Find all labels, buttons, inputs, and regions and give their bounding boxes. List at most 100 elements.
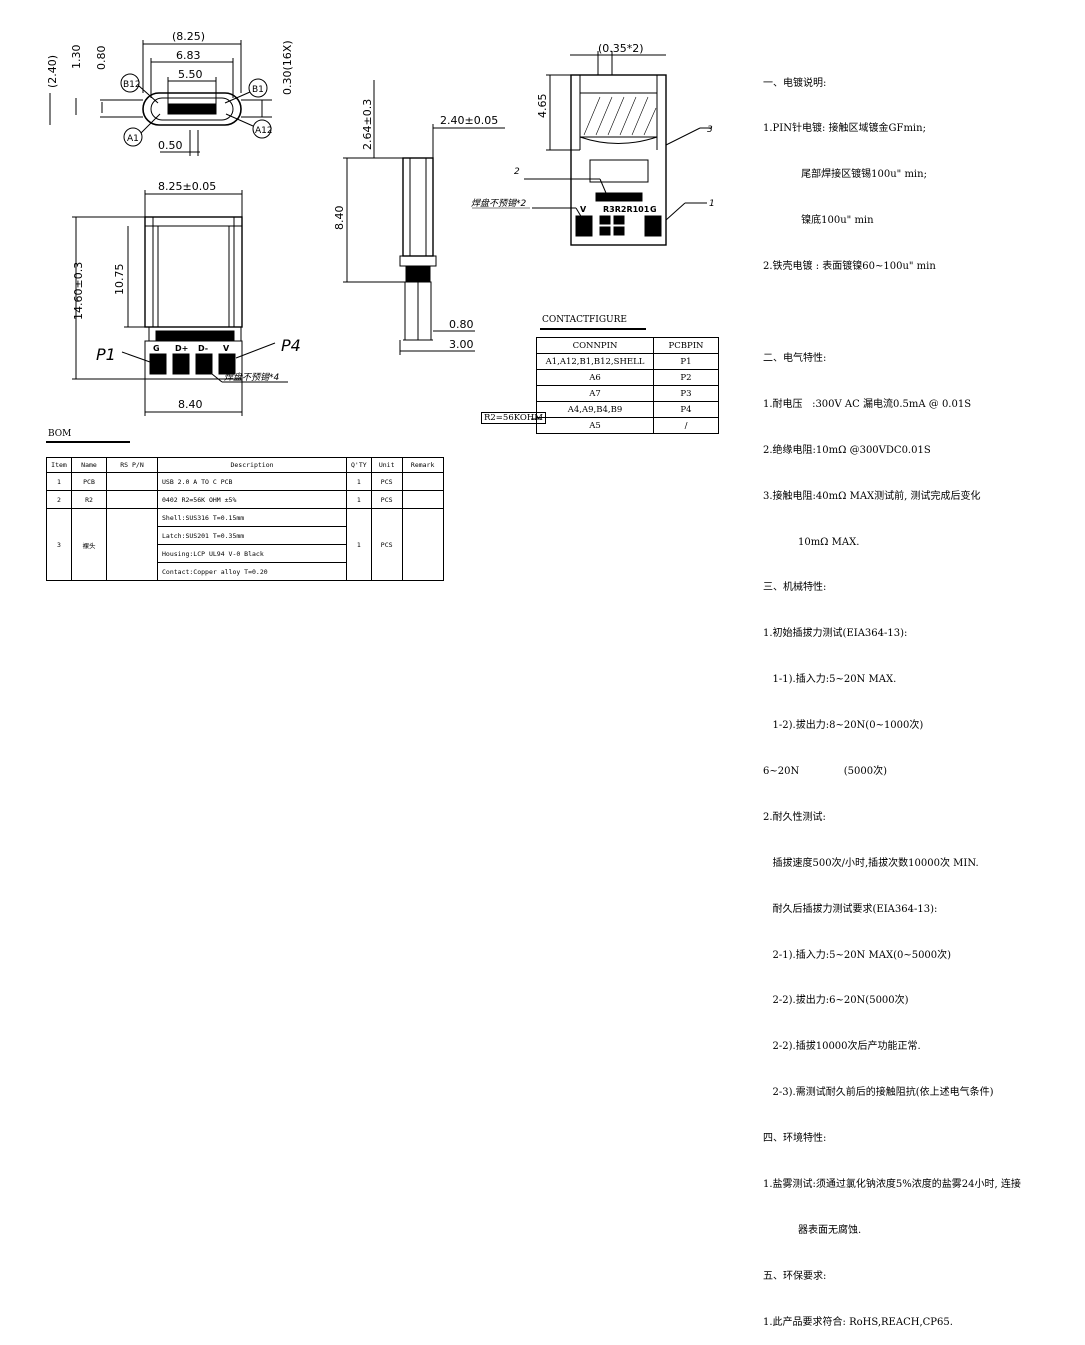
note-line: 三、机械特性: bbox=[763, 582, 827, 594]
cell: Latch:SUS201 T=0.35mm bbox=[157, 526, 347, 545]
header-rspn: RS P/N bbox=[106, 457, 158, 473]
dim-rear-height: 4.65 bbox=[536, 94, 549, 119]
dim-side-d: 0.80 bbox=[449, 318, 474, 331]
contact-figure-underline bbox=[540, 328, 646, 330]
note-line: 1.盐雾测试:须通过氯化钠浓度5%浓度的盐雾24小时, 连接 bbox=[763, 1178, 1021, 1190]
rear-pad-g: G bbox=[650, 205, 657, 214]
cell: 1 bbox=[346, 490, 372, 509]
table-row: 1 PCB USB 2.0 A TO C PCB 1 PCS bbox=[46, 472, 444, 491]
table-row: A5/ bbox=[536, 417, 719, 434]
front-view bbox=[72, 190, 288, 416]
table-row: 3 裸头 Shell:SUS316 T=0.15mm 1 PCS bbox=[46, 508, 444, 581]
dim-left-1: (2.40) bbox=[46, 55, 59, 88]
note-line: 五、环保要求: bbox=[763, 1270, 827, 1282]
cell: 裸头 bbox=[71, 508, 107, 581]
note-line: 2.绝缘电阻:10mΩ @300VDC0.01S bbox=[763, 444, 931, 456]
cell: Contact:Copper alloy T=0.20 bbox=[157, 562, 347, 581]
note-line: 2-3).需测试耐久前后的接触阻抗(依上述电气条件) bbox=[763, 1087, 994, 1099]
dim-pitch: 0.50 bbox=[158, 139, 183, 152]
table-row: 2 R2 0402 R2=56K OHM ±5% 1 PCS bbox=[46, 490, 444, 509]
cell bbox=[401, 472, 444, 491]
cell bbox=[106, 508, 158, 581]
pad-label-dp: D+ bbox=[175, 344, 188, 353]
cell bbox=[401, 490, 444, 509]
note-line: 2.耐久性测试: bbox=[763, 811, 826, 823]
pad-label-g: G bbox=[153, 344, 160, 353]
note-line: 耐久后插拔力测试要求(EIA364-13): bbox=[763, 903, 938, 915]
label-p4: P4 bbox=[281, 336, 301, 355]
pin-a1: A1 bbox=[127, 134, 139, 144]
label-p1: P1 bbox=[96, 345, 116, 364]
dim-left-2: 1.30 bbox=[70, 45, 83, 70]
bom-table: Item Name RS P/N Description Q'TY Unit R… bbox=[46, 457, 444, 581]
note-line: 器表面无腐蚀. bbox=[763, 1224, 862, 1236]
cell: PCS bbox=[370, 472, 403, 491]
cell: Shell:SUS316 T=0.15mm bbox=[157, 508, 347, 527]
pad-label-dm: D- bbox=[198, 344, 208, 353]
dim-rear-top: (0.35*2) bbox=[598, 42, 644, 55]
note-line: 2-2).插拔10000次后产功能正常. bbox=[763, 1041, 921, 1053]
r2-resistor-label: R2=56KOHM bbox=[481, 412, 546, 424]
rear-pad-note: 焊盘不预锡*2 bbox=[471, 198, 527, 209]
header-connpin: CONNPIN bbox=[536, 337, 654, 354]
note-line: 2-2).拔出力:6~20N(5000次) bbox=[763, 995, 909, 1007]
cell: 2 bbox=[46, 490, 72, 509]
bom-title: BOM bbox=[48, 429, 72, 439]
header-qty: Q'TY bbox=[346, 457, 372, 473]
note-line: 1.PIN针电镀: 接触区域镀金GFmin; bbox=[763, 123, 926, 135]
header-unit: Unit bbox=[370, 457, 403, 473]
callout-1: 1 bbox=[709, 199, 715, 209]
dim-right: 0.30(16X) bbox=[281, 40, 294, 95]
dim-front-base: 8.40 bbox=[178, 398, 203, 411]
cell: A5 bbox=[536, 417, 654, 434]
dim-top-inner: 5.50 bbox=[178, 68, 203, 81]
callout-2: 2 bbox=[514, 167, 520, 177]
note-line: 1-1).插入力:5~20N MAX. bbox=[763, 674, 897, 686]
note-line: 10mΩ MAX. bbox=[763, 536, 860, 548]
cell: 1 bbox=[346, 508, 372, 581]
dim-side-c: 8.40 bbox=[333, 206, 346, 231]
cell: P1 bbox=[653, 353, 719, 370]
pin-a12: A12 bbox=[255, 126, 273, 136]
cell: R2 bbox=[71, 490, 107, 509]
cell: / bbox=[653, 417, 719, 434]
rear-pad-v: V bbox=[580, 205, 587, 214]
pin-b1: B1 bbox=[252, 85, 264, 95]
dim-front-height-2: 10.75 bbox=[113, 264, 126, 296]
header-item: Item bbox=[46, 457, 72, 473]
cell: 1 bbox=[346, 472, 372, 491]
cell: A6 bbox=[536, 369, 654, 386]
note-line: 1.初始插拔力测试(EIA364-13): bbox=[763, 628, 908, 640]
dim-top-mid: 6.83 bbox=[176, 49, 201, 62]
note-line: 一、电镀说明: bbox=[763, 77, 827, 89]
cell bbox=[106, 490, 158, 509]
cell: P2 bbox=[653, 369, 719, 386]
cell: A4,A9,B4,B9 bbox=[536, 401, 654, 418]
dim-side-a: 2.64±0.3 bbox=[361, 99, 374, 150]
note-line: 2-1).插入力:5~20N MAX(0~5000次) bbox=[763, 949, 952, 961]
cell: USB 2.0 A TO C PCB bbox=[157, 472, 347, 491]
front-pad-note: 焊盘不预锡*4 bbox=[224, 372, 280, 383]
note-line: 2.铁壳电镀 : 表面镀镍60~100u" min bbox=[763, 261, 936, 273]
cell: PCB bbox=[71, 472, 107, 491]
cell: 1 bbox=[46, 472, 72, 491]
callout-3: 3 bbox=[707, 125, 713, 135]
dim-top-outer: (8.25) bbox=[172, 30, 205, 43]
note-line: 尾部焊接区镀锡100u" min; bbox=[763, 169, 927, 181]
cell: P4 bbox=[653, 401, 719, 418]
note-line: 四、环境特性: bbox=[763, 1133, 827, 1145]
dim-front-height: 14.60±0.3 bbox=[72, 262, 85, 320]
cell: 0402 R2=56K OHM ±5% bbox=[157, 490, 347, 509]
pad-label-v: V bbox=[223, 344, 230, 353]
dim-side-e: 3.00 bbox=[449, 338, 474, 351]
header-remark: Remark bbox=[401, 457, 444, 473]
technical-drawing: (8.25) 6.83 5.50 0.50 (2.40) 1.30 0.80 0… bbox=[46, 30, 715, 420]
rear-view bbox=[524, 51, 712, 246]
note-line: 二、电气特性: bbox=[763, 352, 827, 364]
table-row: Contact:Copper alloy T=0.20 bbox=[47, 562, 444, 581]
note-line: 镍底100u" min bbox=[763, 215, 874, 227]
dim-side-b: 2.40±0.05 bbox=[440, 114, 498, 127]
